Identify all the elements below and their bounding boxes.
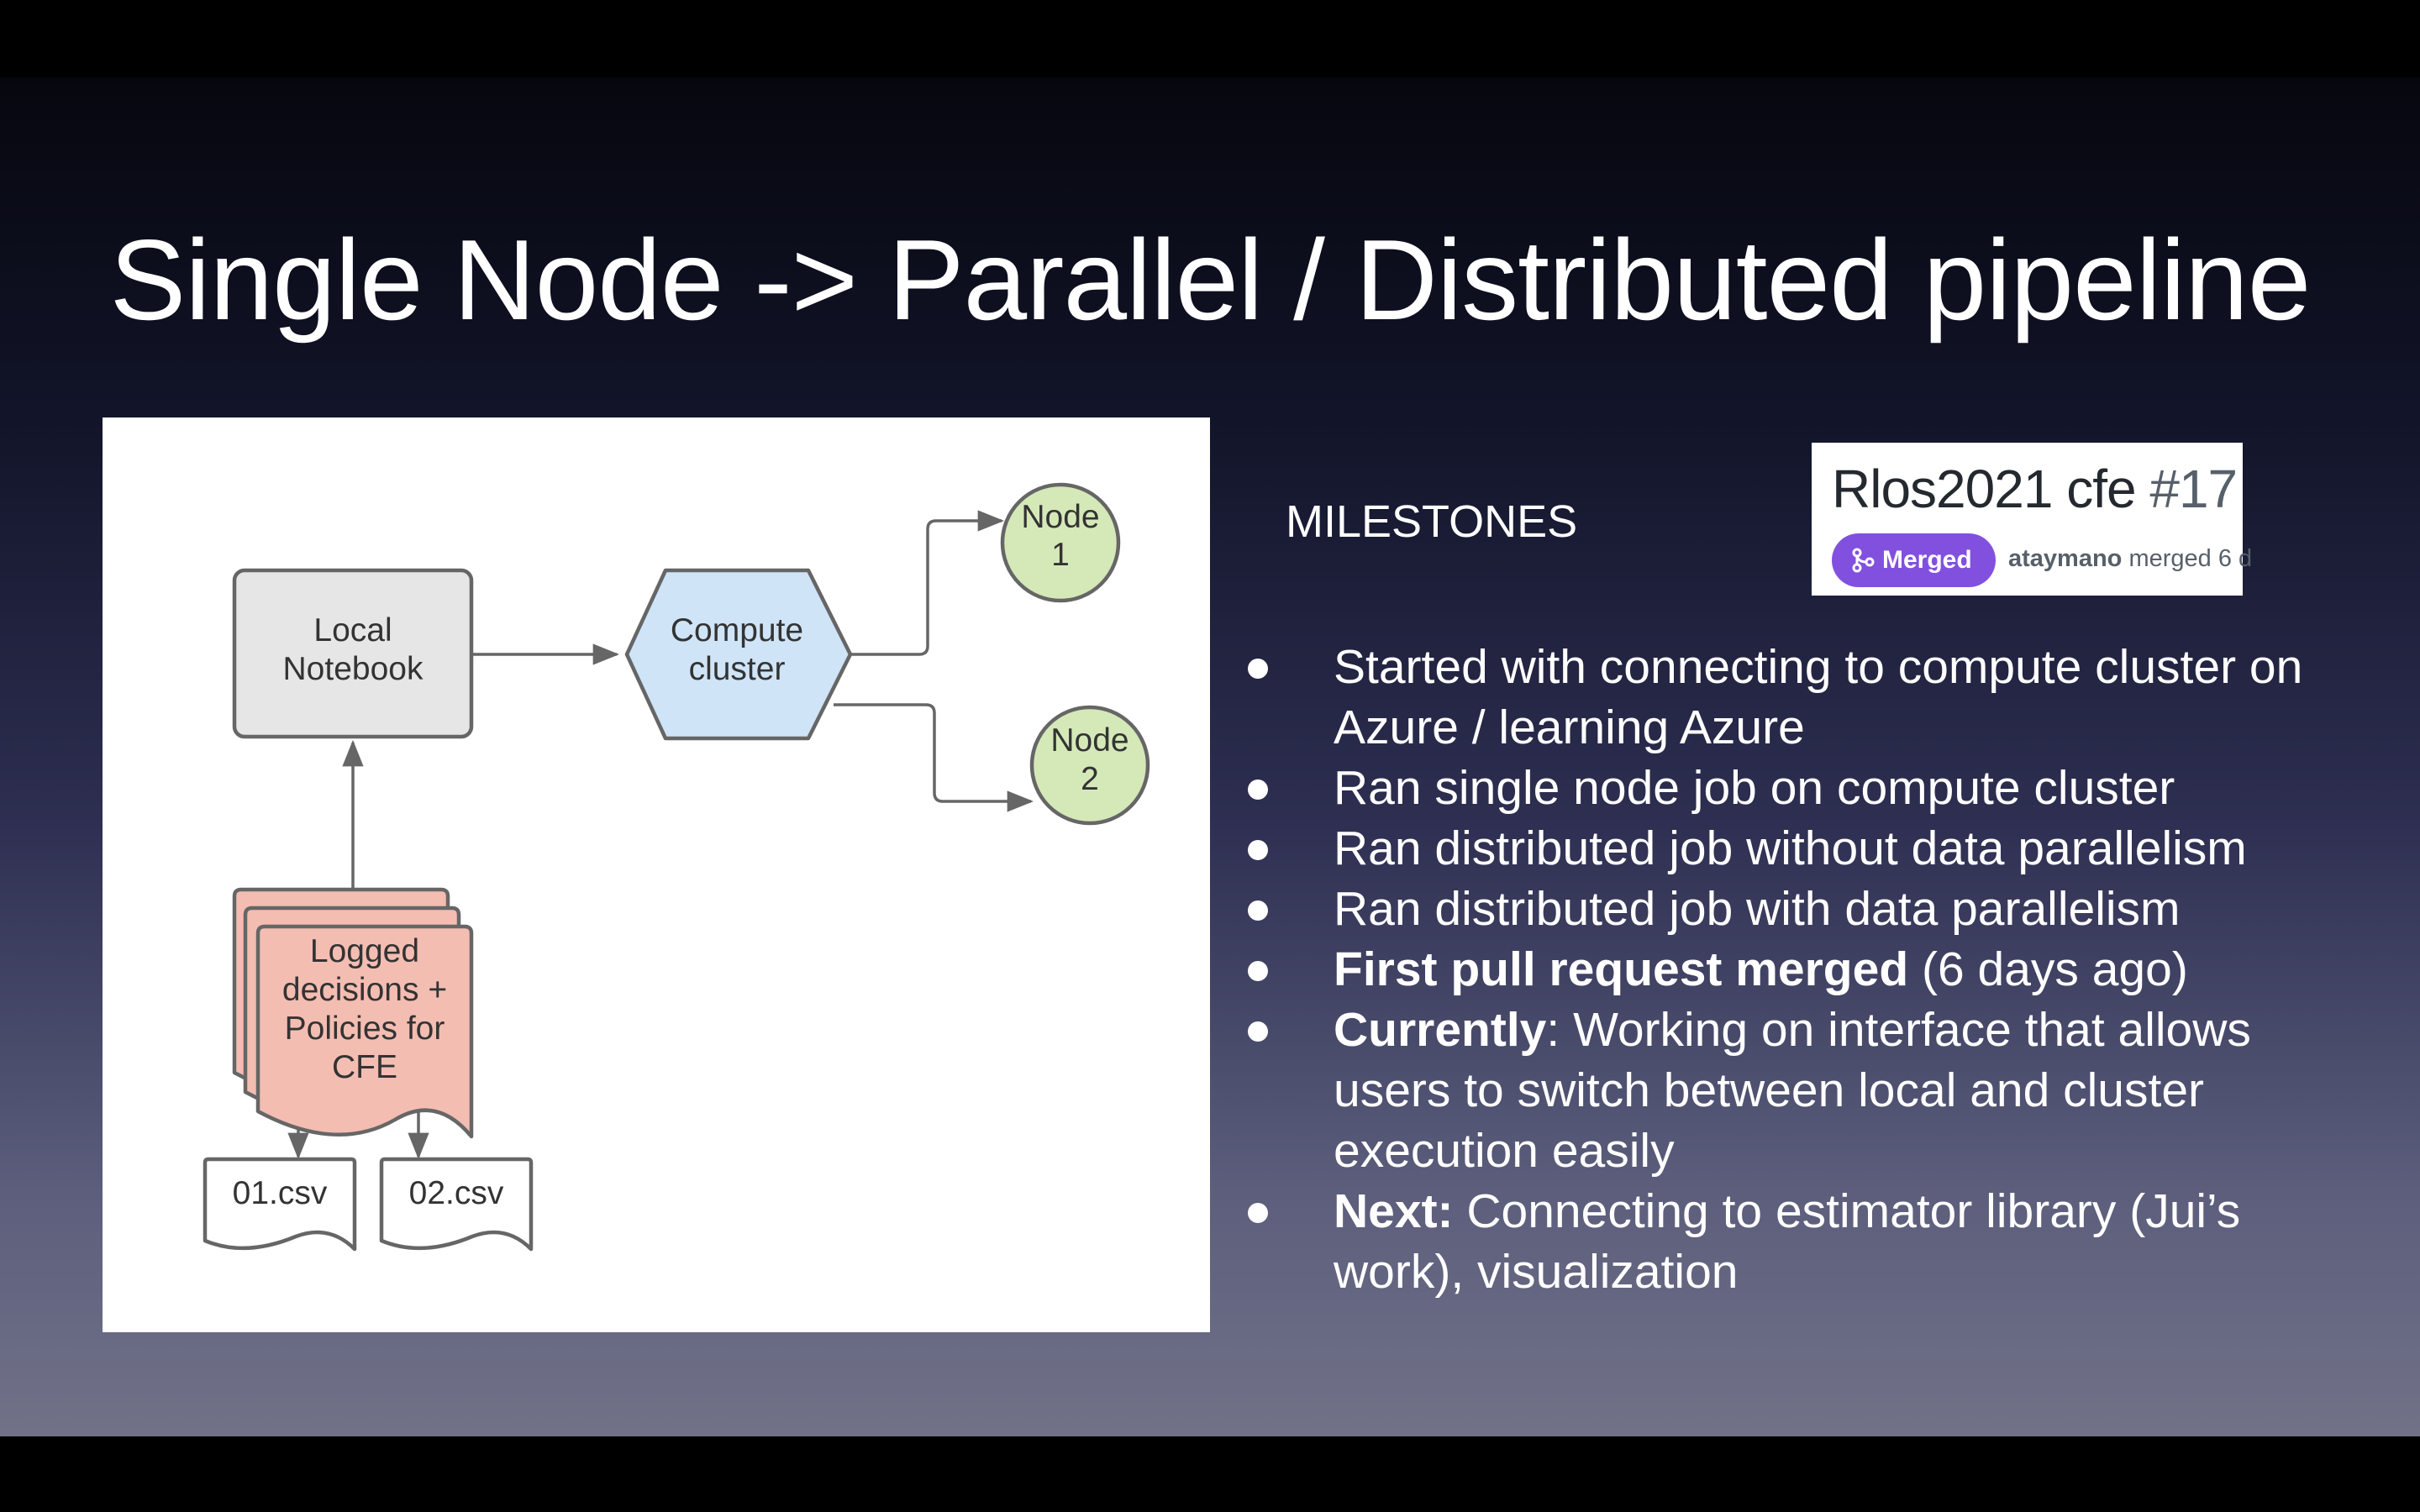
pr-merge-meta: ataymano merged 6 d — [2008, 545, 2252, 573]
git-merge-icon — [1852, 548, 1875, 573]
pipeline-diagram: Local Notebook Compute cluster Node 1 No… — [103, 417, 1210, 1332]
milestones-heading: MILESTONES — [1286, 496, 1578, 547]
arrow-cluster-to-node2 — [834, 703, 1034, 812]
pr-action: merged 6 d — [2128, 545, 2253, 572]
logged-label-3: Policies for — [285, 1011, 445, 1047]
list-item: Ran distributed job without data paralle… — [1244, 818, 2370, 879]
pr-author: ataymano — [2008, 545, 2123, 572]
merged-badge-label: Merged — [1882, 546, 1972, 574]
letterbox-bottom — [0, 1436, 2420, 1512]
compute-cluster-hexagon: Compute cluster — [624, 568, 853, 741]
list-item-text: Started with connecting to compute clust… — [1334, 640, 2303, 754]
list-item: Ran distributed job with data parallelis… — [1244, 879, 2370, 939]
node-2-label-1: Node — [1050, 722, 1128, 759]
arrow-cluster-to-node1 — [850, 510, 1005, 656]
csv-file-02: 02.csv — [379, 1157, 534, 1252]
list-item-text: Ran distributed job with data parallelis… — [1334, 882, 2181, 936]
list-item-bold: Next: — [1334, 1184, 1454, 1238]
local-notebook-box: Local Notebook — [232, 568, 474, 739]
list-item-text: Ran single node job on compute cluster — [1334, 761, 2175, 815]
local-notebook-label-2: Notebook — [283, 651, 424, 687]
csv-file-01: 01.csv — [203, 1157, 357, 1252]
pr-repo-name: Rlos2021 cfe — [1832, 459, 2137, 519]
pull-request-card[interactable]: Rlos2021 cfe #17 Merged ataymano merged … — [1812, 443, 2252, 596]
compute-cluster-label-2: cluster — [689, 651, 786, 687]
csv-01-label: 01.csv — [233, 1175, 328, 1211]
list-item-text: Ran distributed job without data paralle… — [1334, 822, 2247, 875]
list-item: Started with connecting to compute clust… — [1244, 637, 2370, 758]
milestone-list: Started with connecting to compute clust… — [1244, 637, 2370, 1302]
node-1-label-2: 1 — [1051, 537, 1070, 573]
list-item: Next: Connecting to estimator library (J… — [1244, 1181, 2370, 1302]
list-item-text: (6 days ago) — [1908, 942, 2188, 996]
list-item-text: : Working on interface that allows users… — [1334, 1003, 2251, 1178]
node-2-label-2: 2 — [1081, 761, 1099, 797]
compute-cluster-label-1: Compute — [671, 612, 803, 648]
node-1-circle: Node 1 — [1000, 482, 1121, 603]
logged-label-1: Logged — [310, 933, 419, 969]
logged-decisions-stack: Logged decisions + Policies for CFE — [232, 887, 474, 1139]
pr-number: #17 — [2149, 459, 2238, 519]
list-item-bold: First pull request merged — [1334, 942, 1909, 996]
list-item-text: Connecting to estimator library (Jui’s w… — [1334, 1184, 2241, 1299]
list-item-bold: Currently — [1334, 1003, 1547, 1057]
list-item: Currently: Working on interface that all… — [1244, 1000, 2370, 1181]
logged-label-2: decisions + — [282, 972, 447, 1008]
list-item: Ran single node job on compute cluster — [1244, 758, 2370, 818]
list-item: First pull request merged (6 days ago) — [1244, 939, 2370, 1000]
node-2-circle: Node 2 — [1029, 705, 1150, 826]
pr-title: Rlos2021 cfe #17 — [1832, 458, 2238, 520]
logged-label-4: CFE — [332, 1049, 397, 1085]
node-1-label-1: Node — [1021, 499, 1099, 535]
csv-02-label: 02.csv — [409, 1175, 504, 1211]
slide-title: Single Node -> Parallel / Distributed pi… — [109, 216, 2312, 344]
letterbox-top — [0, 0, 2420, 77]
merged-badge: Merged — [1832, 533, 1996, 587]
local-notebook-label-1: Local — [313, 612, 392, 648]
